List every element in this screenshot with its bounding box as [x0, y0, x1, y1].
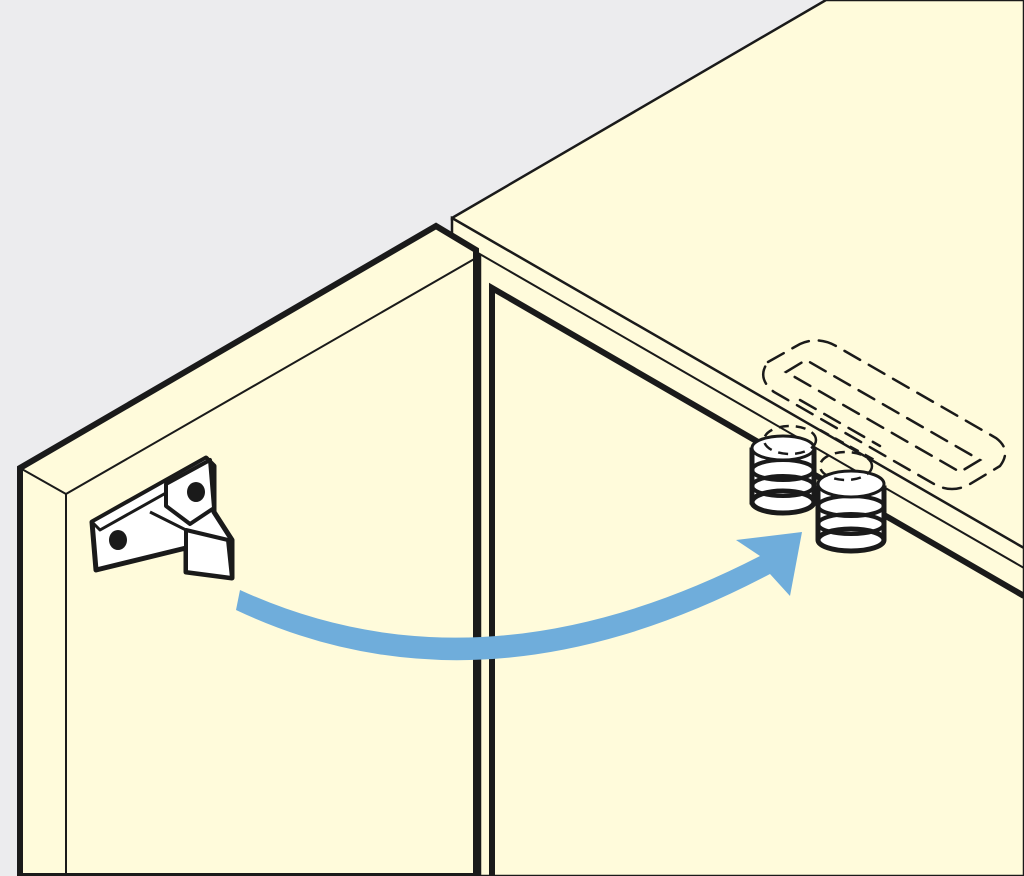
- plate-boss-right: [815, 469, 887, 554]
- ghost-mounting-plate: [761, 339, 1007, 491]
- hinge-cup-icon: [89, 455, 235, 581]
- panel-edge-line: [451, 237, 1024, 569]
- hinge-screw-right: [187, 482, 205, 502]
- curved-arrow-icon: [236, 532, 802, 661]
- plate-boss-left: [749, 434, 817, 516]
- hinge-screw-left: [109, 530, 127, 550]
- door-front-face: [17, 222, 479, 876]
- door-corner-line: [19, 467, 67, 495]
- mounting-plate-icon: [749, 424, 887, 554]
